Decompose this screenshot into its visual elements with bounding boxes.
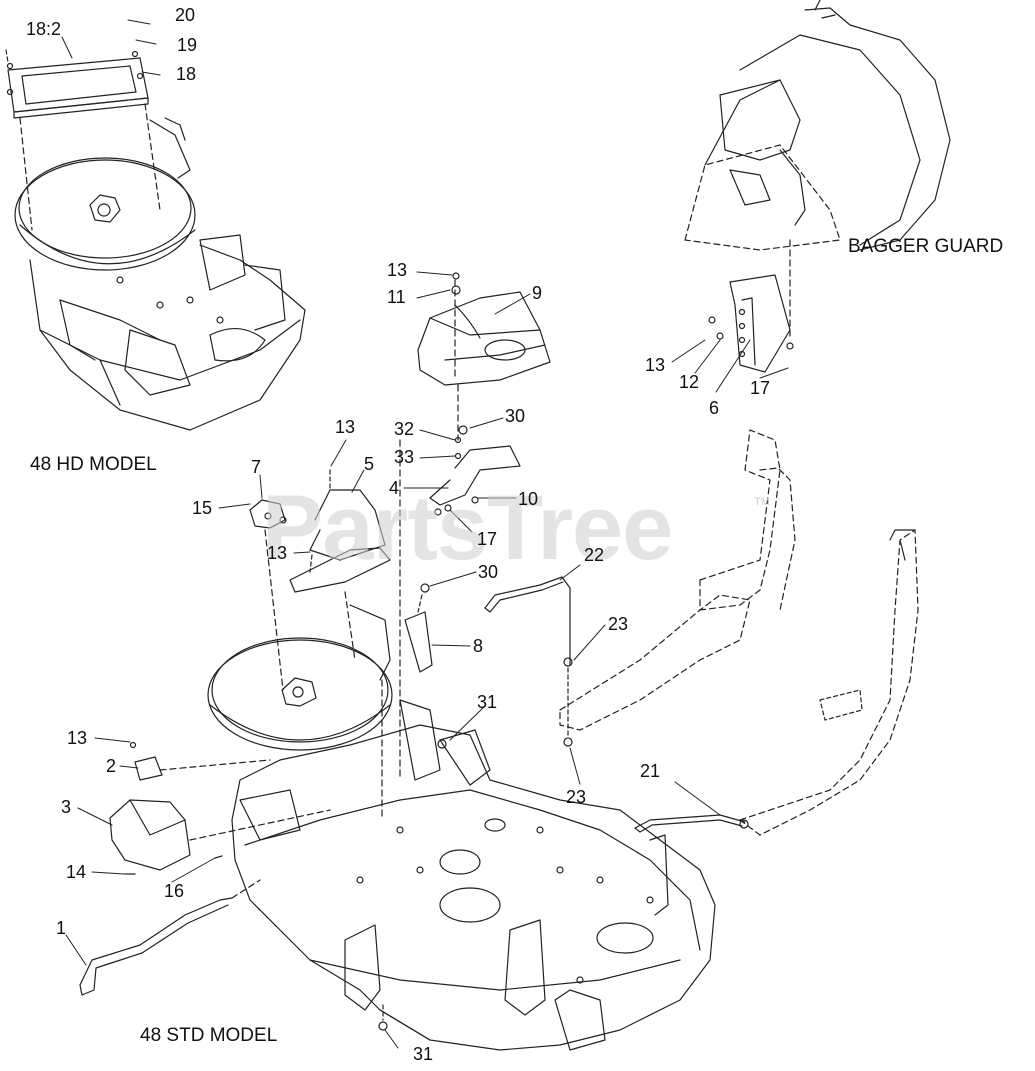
callout-4: 4 [389, 478, 400, 498]
bagger-guard-plate [729, 274, 791, 373]
hd-model-caption: 48 HD MODEL [30, 454, 157, 475]
deflector-assembly [417, 272, 551, 516]
callout-5: 5 [364, 454, 375, 474]
callout-14: 14 [66, 862, 87, 882]
bagger-guard-assembly [684, 0, 951, 373]
callout-22: 22 [584, 545, 605, 565]
callout-13: 13 [67, 728, 88, 748]
callout-15: 15 [192, 498, 213, 518]
callout-23: 23 [608, 614, 629, 634]
callout-6: 6 [709, 398, 720, 418]
callout-16: 16 [164, 881, 185, 901]
callout-21: 21 [640, 761, 661, 781]
callout-18: 18 [176, 64, 197, 84]
callout-13: 13 [645, 355, 666, 375]
std-model-caption: 48 STD MODEL [140, 1025, 278, 1046]
callout-13: 13 [335, 417, 356, 437]
callout-31: 31 [413, 1044, 434, 1064]
front-covers [249, 469, 391, 691]
callout-3: 3 [61, 797, 72, 817]
callout-2: 2 [106, 756, 117, 776]
leader-lines [61, 19, 789, 1049]
watermark-trademark: TM [754, 496, 770, 508]
callout-30: 30 [505, 406, 526, 426]
callout-19: 19 [177, 35, 198, 55]
callout-7: 7 [251, 457, 262, 477]
hd-model-assembly [5, 49, 306, 431]
callout-11: 11 [387, 287, 406, 307]
callout-20: 20 [175, 5, 196, 25]
side-frame-rails [437, 429, 919, 836]
callout-10: 10 [518, 489, 539, 509]
callout-32: 32 [394, 419, 415, 439]
callout-13: 13 [387, 260, 408, 280]
callout-31: 31 [477, 692, 498, 712]
std-model-deck [79, 439, 716, 1051]
callout-18-2: 18:2 [26, 19, 62, 39]
callout-17: 17 [750, 378, 771, 398]
callout-33: 33 [394, 447, 415, 467]
callout-9: 9 [532, 283, 543, 303]
callout-12: 12 [679, 372, 700, 392]
callout-30: 30 [478, 562, 499, 582]
callout-17: 17 [477, 529, 498, 549]
callout-23: 23 [566, 787, 587, 807]
watermark: PartsTree [262, 477, 673, 579]
bagger-guard-caption: BAGGER GUARD [848, 236, 1004, 257]
callout-8: 8 [473, 636, 484, 656]
callout-1: 1 [56, 918, 67, 938]
callout-13: 13 [267, 543, 288, 563]
